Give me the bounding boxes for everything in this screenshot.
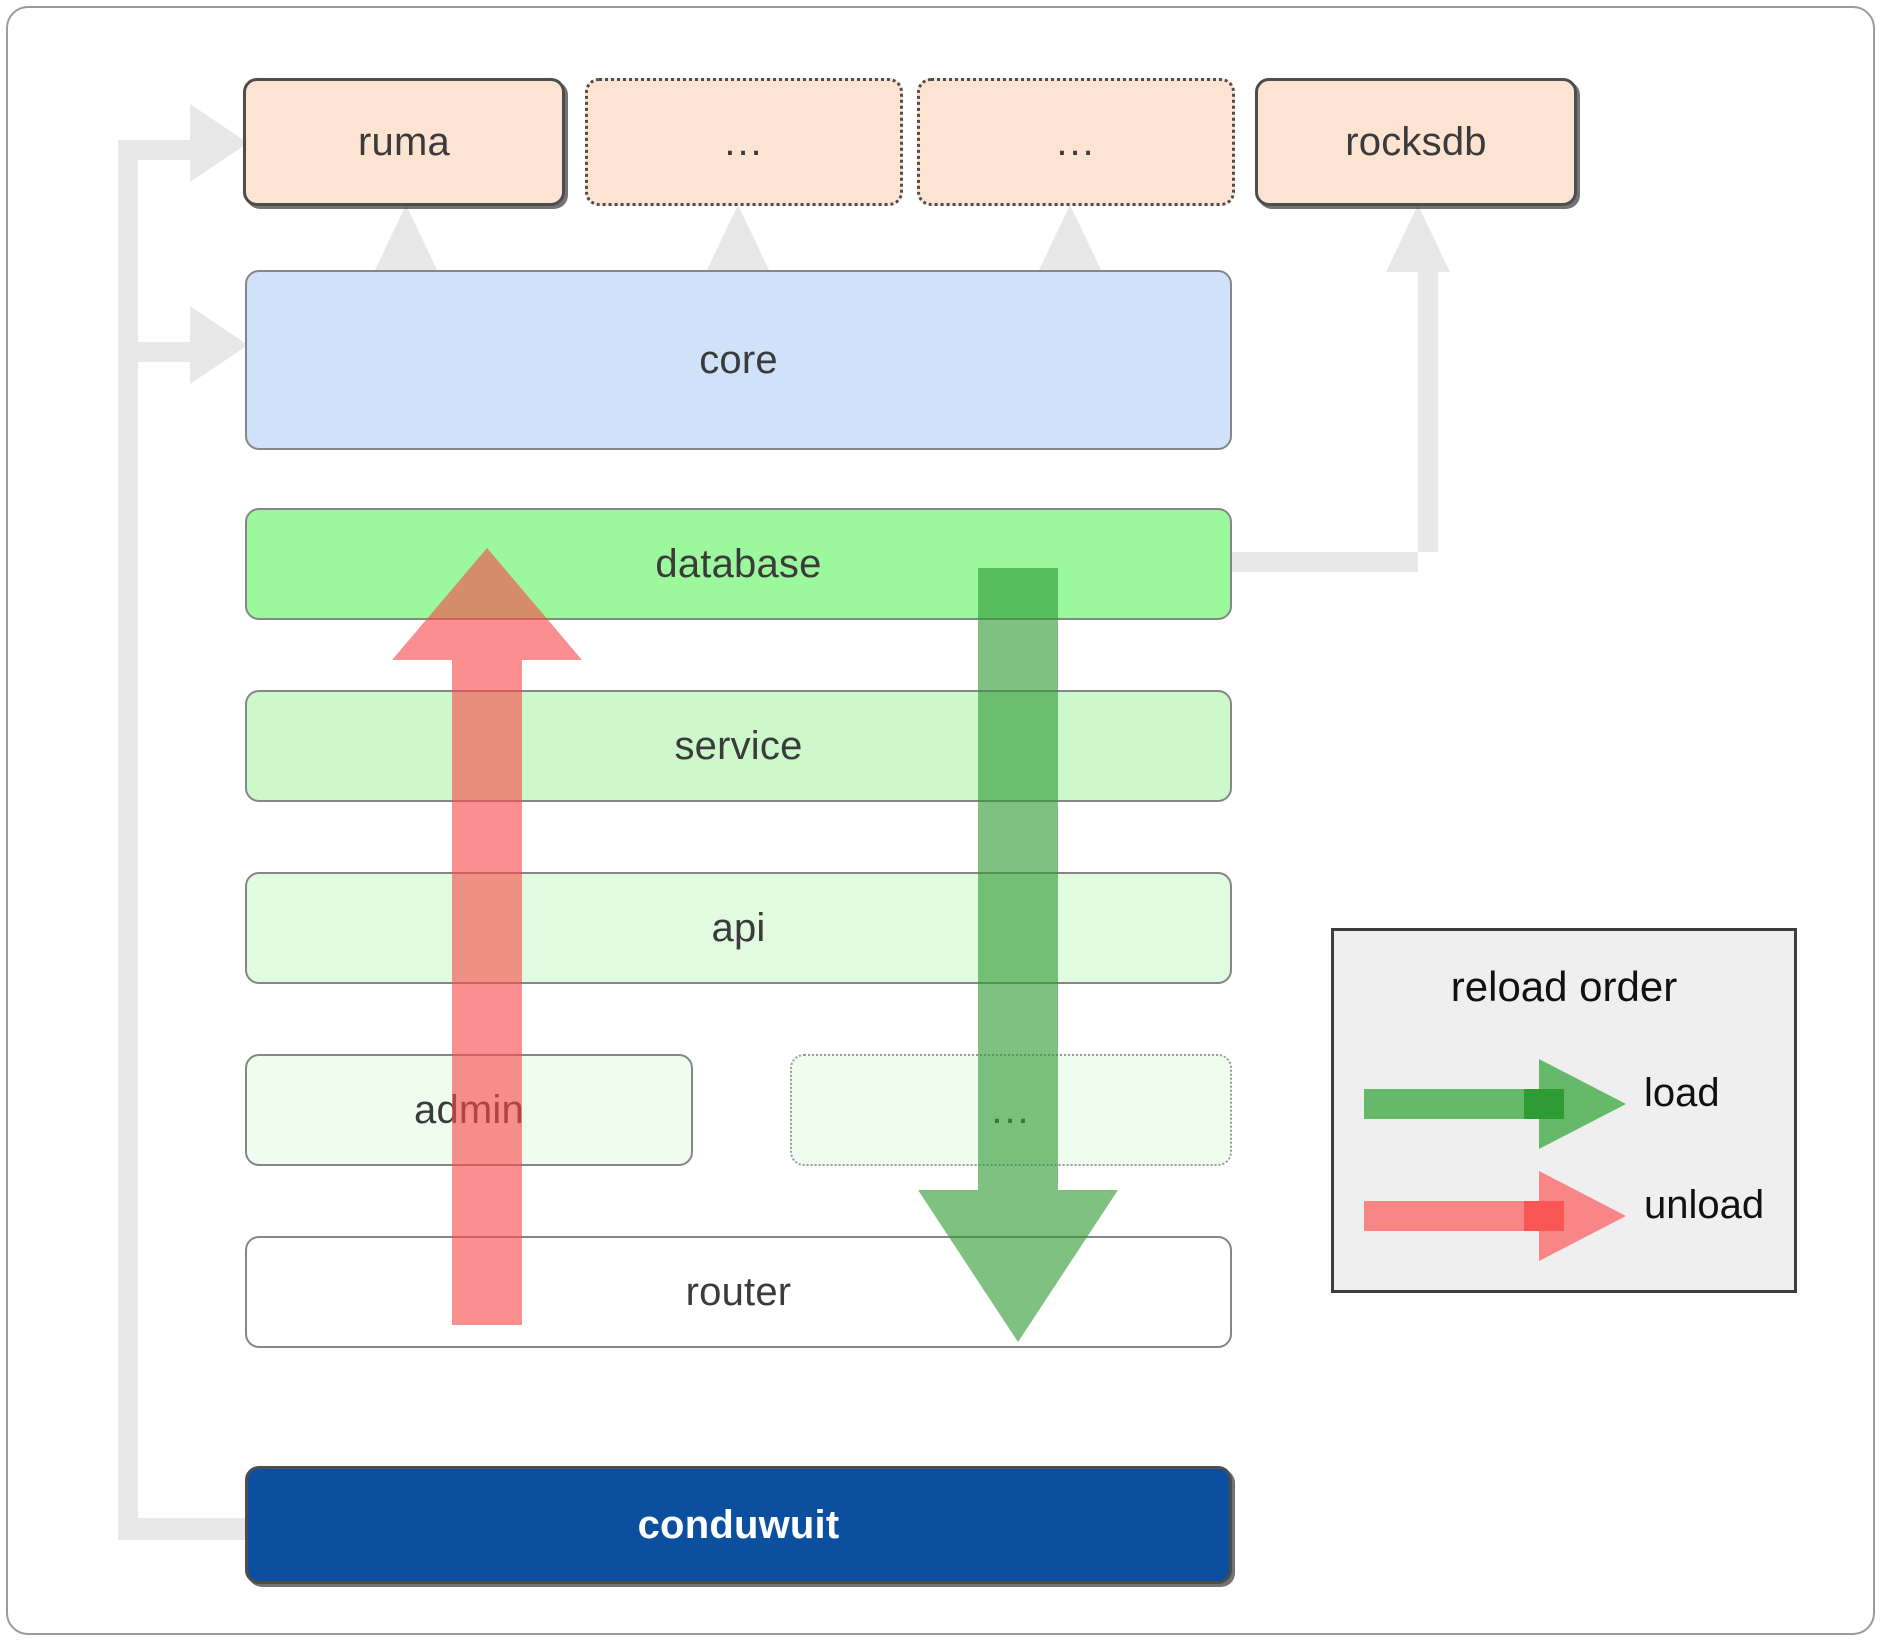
crate-box-ext-1[interactable]: ... [585, 78, 903, 206]
unload-flow-arrow [392, 548, 582, 1325]
connector-conduwuit-stub [118, 1518, 246, 1540]
layer-label-database: database [655, 541, 822, 586]
binary-box-conduwuit[interactable]: conduwuit [245, 1466, 1232, 1584]
layer-label-core: core [699, 337, 778, 382]
layer-label-api: api [711, 905, 766, 950]
binary-label-conduwuit: conduwuit [637, 1502, 840, 1547]
crate-label-rocksdb: rocksdb [1345, 119, 1487, 164]
connector-core-to-ext2 [1038, 205, 1102, 276]
layer-box-service[interactable]: service [245, 690, 1232, 802]
connector-core-to-ruma [374, 205, 438, 276]
load-flow-arrow [918, 568, 1118, 1342]
crate-box-ruma[interactable]: ruma [243, 78, 565, 206]
unload-arrow-icon [1364, 1171, 1626, 1261]
legend-title: reload order [1450, 963, 1678, 1010]
connector-database-to-rocksdb [1232, 205, 1450, 572]
legend-label-unload: unload [1644, 1183, 1765, 1227]
crate-label-ruma: ruma [358, 119, 450, 164]
crate-box-ext-2[interactable]: ... [917, 78, 1235, 206]
legend-panel: reload order load unload [1331, 928, 1797, 1293]
layer-box-core[interactable]: core [245, 270, 1232, 450]
load-arrow-icon [1364, 1059, 1626, 1149]
crate-box-rocksdb[interactable]: rocksdb [1255, 78, 1577, 206]
legend-row-load: load [1334, 1059, 1794, 1149]
layer-label-router: router [685, 1269, 792, 1314]
connector-conduwuit-to-core [118, 306, 248, 1540]
connector-core-to-ext1 [706, 205, 770, 276]
layer-label-service: service [674, 723, 803, 768]
layer-box-api[interactable]: api [245, 872, 1232, 984]
layer-box-database[interactable]: database [245, 508, 1232, 620]
legend-label-load: load [1644, 1071, 1720, 1115]
legend-row-unload: unload [1334, 1171, 1794, 1261]
